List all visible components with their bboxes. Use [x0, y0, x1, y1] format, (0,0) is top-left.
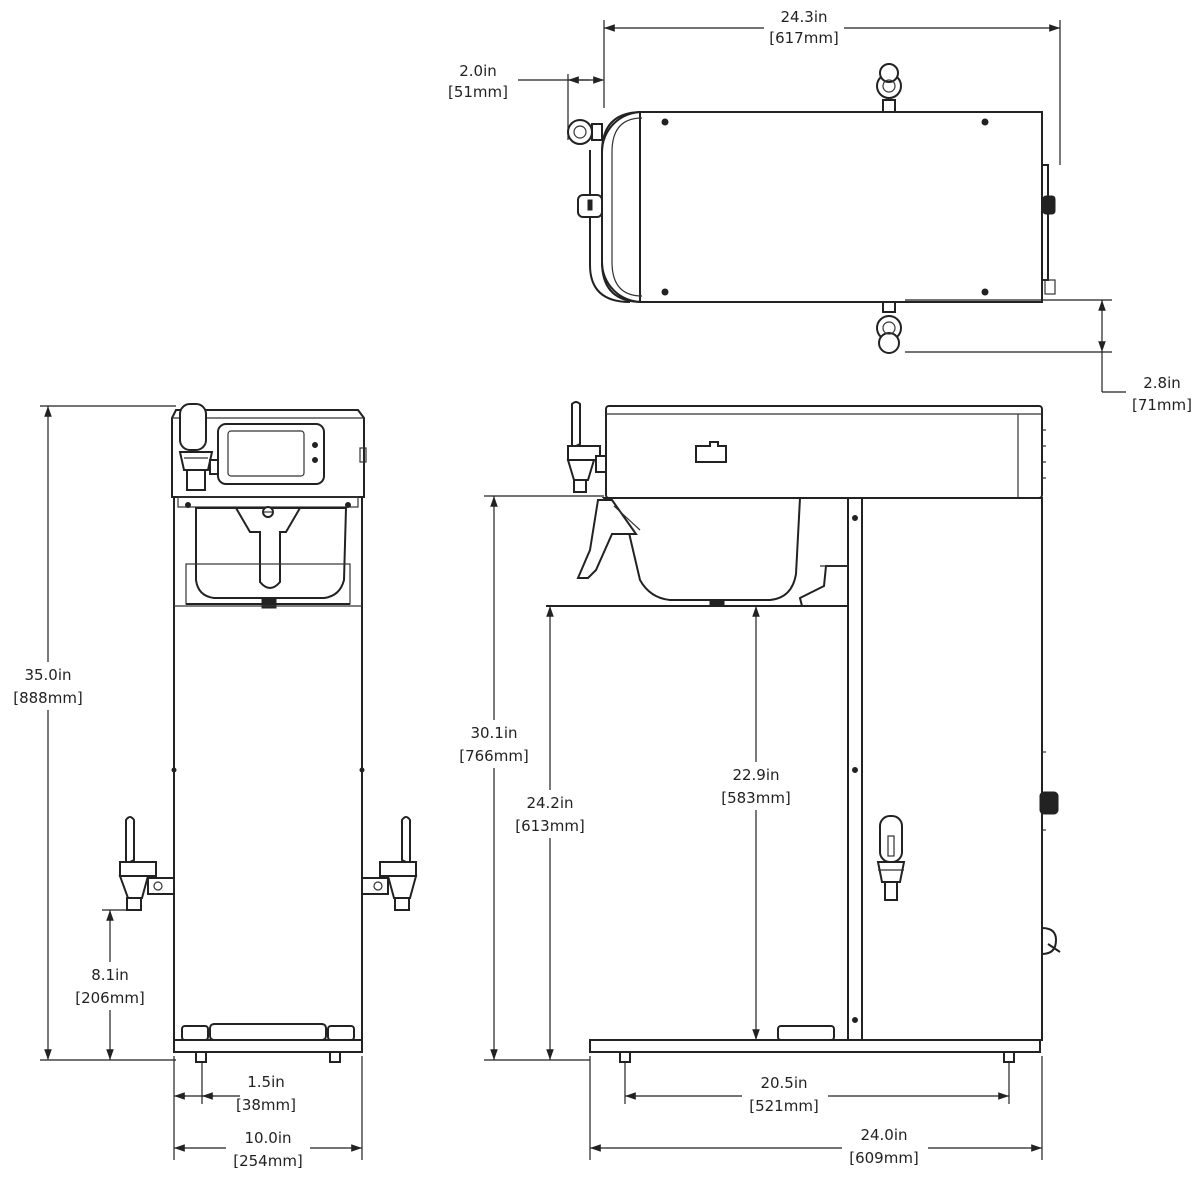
side-power-switch — [1039, 791, 1059, 815]
dim-front-faucet-height-mm: [206mm] — [75, 989, 145, 1007]
front-left-faucet-icon — [118, 816, 175, 911]
side-head-faucet-icon — [566, 401, 607, 493]
side-brew-funnel — [601, 497, 802, 601]
top-view: 24.3in [617mm] 2.0in [51mm] 2.8in [71mm] — [448, 6, 1192, 414]
top-faucet-front-icon — [876, 301, 902, 354]
side-base-plate — [589, 1039, 1041, 1053]
dim-side-height-under-funnel: 22.9in — [732, 766, 779, 784]
dim-side-depth: 24.0in — [860, 1126, 907, 1144]
dim-side-height-clearance: 24.2in — [526, 794, 573, 812]
dim-side-height-under-funnel-mm: [583mm] — [721, 789, 791, 807]
dim-top-offset-mm: [51mm] — [448, 83, 508, 101]
front-brew-funnel — [195, 507, 348, 599]
dim-front-width-mm: [254mm] — [233, 1152, 303, 1170]
dim-top-rear-mm: [71mm] — [1132, 396, 1192, 414]
dim-front-width: 10.0in — [244, 1129, 291, 1147]
dim-side-feet-spacing: 20.5in — [760, 1074, 807, 1092]
side-view-top-housing — [605, 405, 1043, 499]
front-right-faucet-icon — [361, 816, 418, 911]
top-power-switch — [1042, 195, 1056, 215]
dim-top-rear: 2.8in — [1143, 374, 1181, 392]
front-head-faucet-icon — [178, 403, 219, 491]
dim-top-width-mm: [617mm] — [769, 29, 839, 47]
dim-side-height-sprayhead-mm: [766mm] — [459, 747, 529, 765]
dim-front-faucet-height: 8.1in — [91, 966, 129, 984]
dim-top-width: 24.3in — [780, 8, 827, 26]
side-label-plate-icon — [695, 441, 727, 463]
top-faucet-rear-icon — [876, 63, 902, 113]
side-view: 30.1in [766mm] 24.2in [613mm] 22.9in [58… — [452, 401, 1061, 1172]
dim-top-offset: 2.0in — [459, 62, 497, 80]
dim-front-foot-offset-mm: [38mm] — [236, 1096, 296, 1114]
front-base-plate — [173, 1039, 363, 1053]
dim-front-foot-offset: 1.5in — [247, 1073, 285, 1091]
dim-side-height-sprayhead: 30.1in — [470, 724, 517, 742]
top-faucet-knob-icon — [567, 119, 593, 145]
side-view-column — [847, 497, 1043, 1041]
dim-front-height-mm: [888mm] — [13, 689, 83, 707]
front-view: 35.0in [888mm] 8.1in [206mm] 1.5in [38mm… — [6, 403, 418, 1174]
dim-side-feet-spacing-mm: [521mm] — [749, 1097, 819, 1115]
front-display-screen — [217, 423, 325, 485]
dim-front-height: 35.0in — [24, 666, 71, 684]
side-faucet-icon — [876, 815, 906, 901]
dim-side-height-clearance-mm: [613mm] — [515, 817, 585, 835]
dim-side-depth-mm: [609mm] — [849, 1149, 919, 1167]
